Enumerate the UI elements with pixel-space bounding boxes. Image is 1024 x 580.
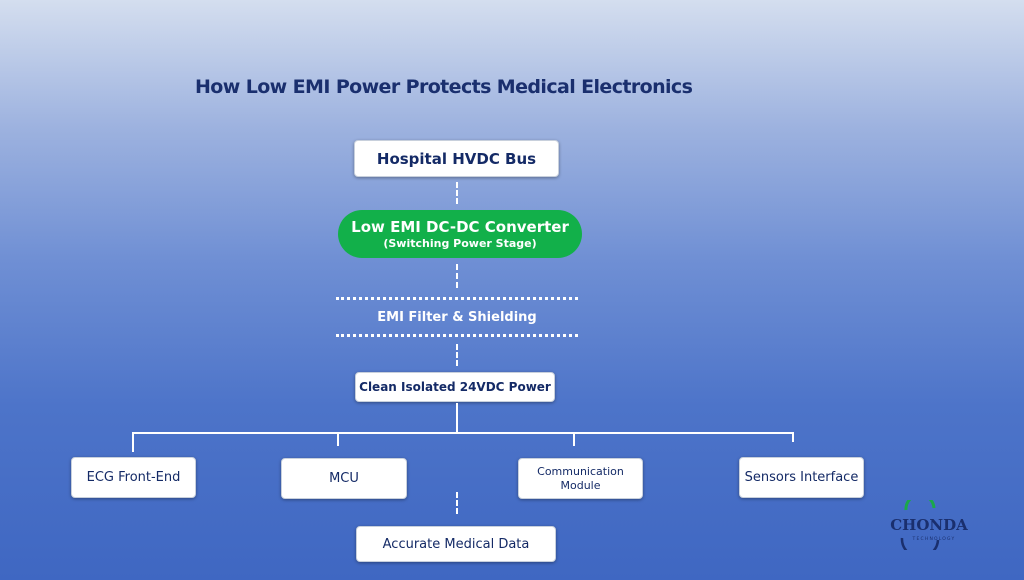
connector-to-data: [456, 492, 458, 514]
distribution-bus-line: [132, 432, 794, 434]
converter-title: Low EMI DC-DC Converter: [351, 217, 569, 236]
emi-filter-label: EMI Filter & Shielding: [377, 310, 537, 325]
connector-communication: [573, 432, 575, 446]
accurate-data-node: Accurate Medical Data: [356, 526, 556, 562]
sensors-interface-node: Sensors Interface: [739, 457, 864, 498]
filter-bottom-dots: [336, 334, 578, 337]
clean-power-node: Clean Isolated 24VDC Power: [355, 372, 555, 402]
logo-name: CHONDA: [890, 516, 968, 534]
communication-module-node: Communication Module: [518, 458, 643, 499]
converter-node: Low EMI DC-DC Converter (Switching Power…: [338, 210, 582, 258]
connector-sensors: [792, 432, 794, 442]
connector-mcu: [337, 432, 339, 446]
chonda-logo-mark: CHONDA TECHNOLOGY: [890, 493, 968, 559]
ecg-front-end-node: ECG Front-End: [71, 457, 196, 498]
logo-tagline: TECHNOLOGY: [912, 536, 956, 542]
diagram-title: How Low EMI Power Protects Medical Elect…: [195, 76, 693, 98]
mcu-node: MCU: [281, 458, 407, 499]
connector-hvdc-converter: [456, 182, 458, 204]
converter-subtitle: (Switching Power Stage): [383, 236, 537, 250]
connector-ecg: [132, 432, 134, 452]
connector-converter-filter: [456, 264, 458, 288]
chonda-logo: CHONDA TECHNOLOGY: [888, 493, 970, 559]
connector-filter-clean: [456, 344, 458, 366]
hvdc-bus-node: Hospital HVDC Bus: [354, 140, 559, 177]
connector-clean-bus: [456, 403, 458, 433]
filter-top-dots: [336, 297, 578, 300]
